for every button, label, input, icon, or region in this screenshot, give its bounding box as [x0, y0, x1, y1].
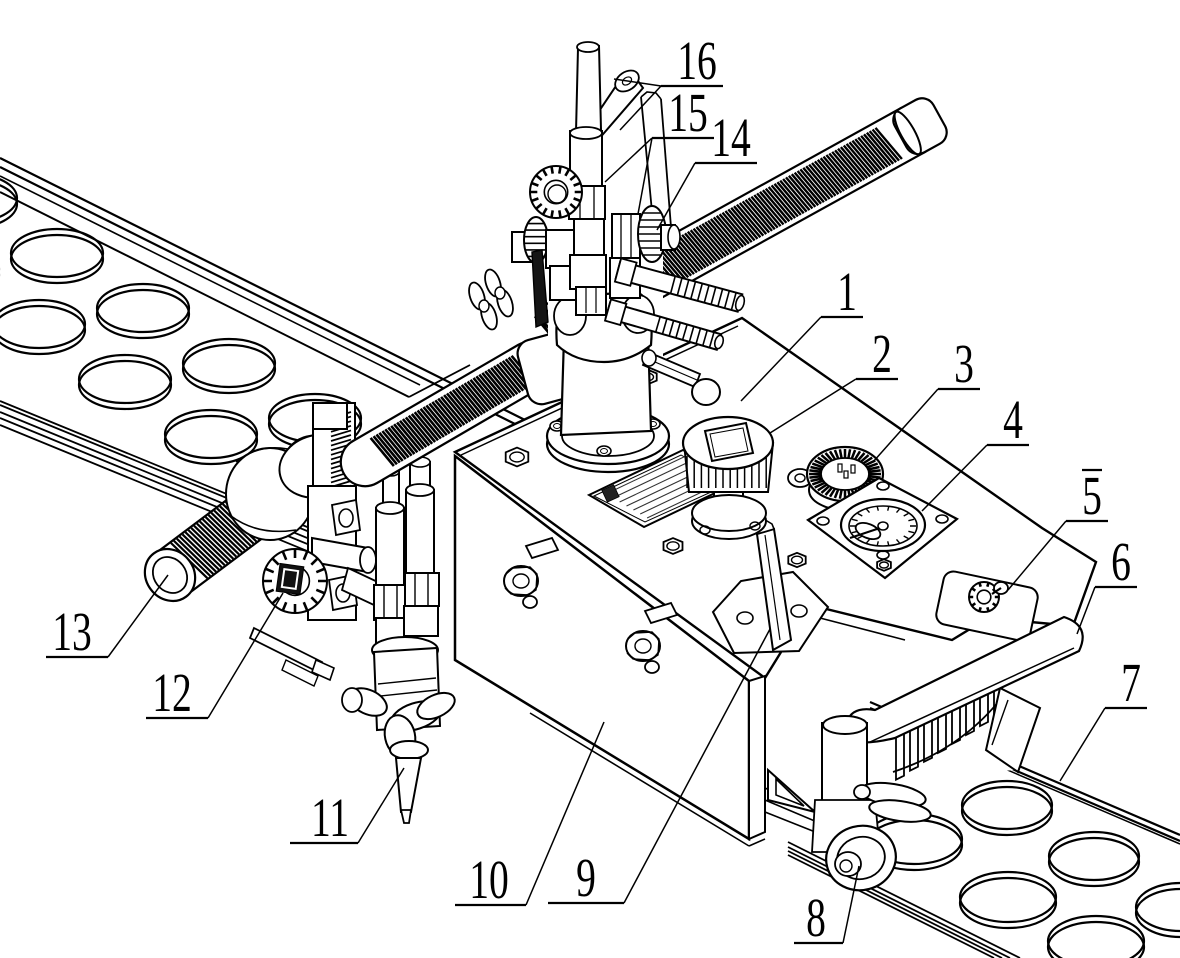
svg-text:1: 1	[837, 262, 857, 323]
svg-text:2: 2	[872, 324, 892, 385]
svg-text:12: 12	[152, 663, 192, 724]
svg-text:8: 8	[806, 888, 826, 949]
svg-text:13: 13	[52, 602, 92, 663]
svg-text:15: 15	[668, 83, 708, 144]
svg-text:10: 10	[469, 850, 509, 911]
svg-text:5: 5	[1082, 466, 1102, 527]
svg-text:16: 16	[677, 31, 717, 92]
svg-text:4: 4	[1003, 390, 1023, 451]
svg-text:3: 3	[954, 334, 974, 395]
svg-text:7: 7	[1121, 653, 1141, 714]
svg-text:11: 11	[311, 788, 349, 849]
svg-text:14: 14	[711, 108, 751, 169]
svg-text:6: 6	[1111, 532, 1131, 593]
svg-text:9: 9	[576, 848, 596, 909]
